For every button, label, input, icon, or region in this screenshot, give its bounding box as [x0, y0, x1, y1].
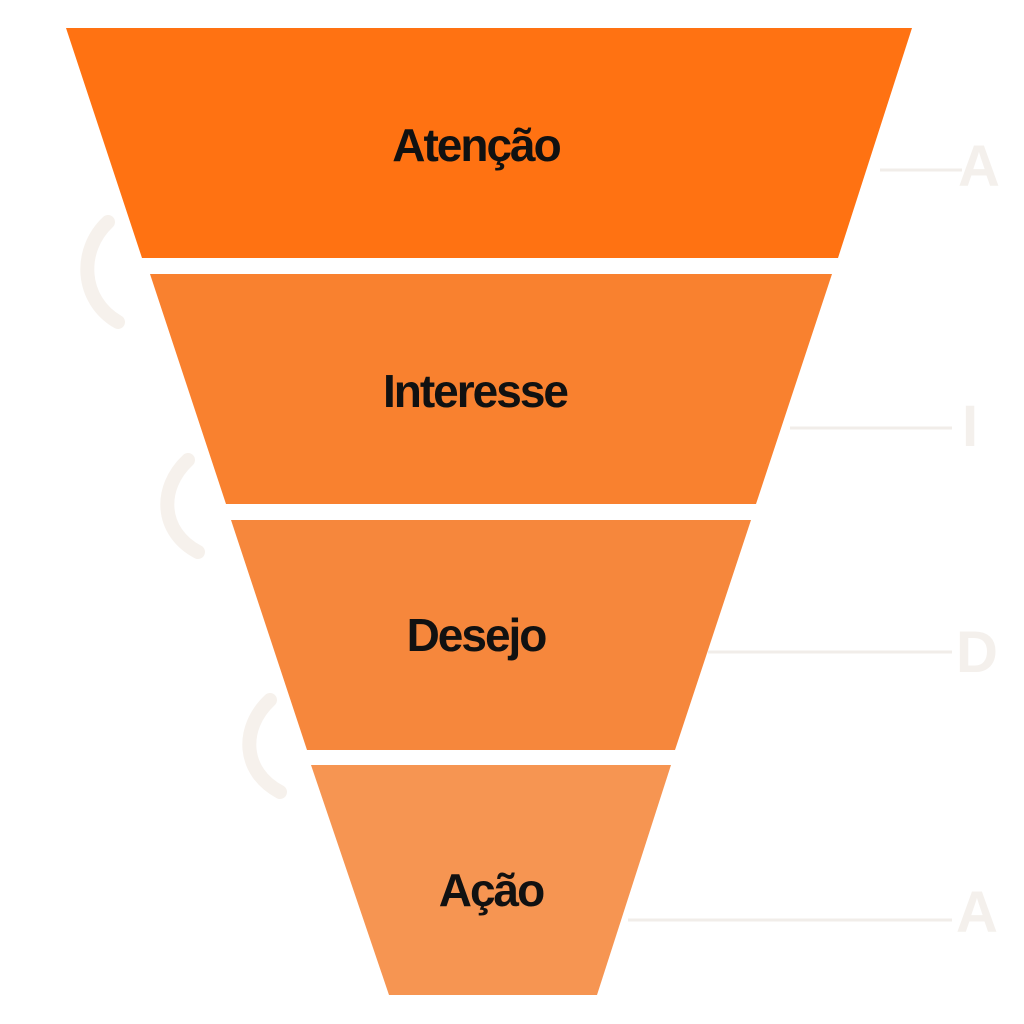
side-letter-a-action: A — [956, 880, 998, 945]
stage-label-attention: Atenção — [392, 119, 560, 171]
funnel-labels: Atenção Interesse Desejo Ação — [383, 119, 570, 916]
decorative-arrows — [80, 215, 287, 799]
stage-label-interest: Interesse — [383, 365, 568, 417]
funnel-stage-interest — [150, 274, 832, 504]
curved-arrow-icon — [160, 453, 205, 559]
side-letter-d: D — [956, 620, 998, 685]
stage-label-desire: Desejo — [407, 609, 547, 661]
side-letter-i: I — [962, 394, 978, 459]
curved-arrow-icon — [242, 693, 287, 799]
side-letters: A I D A — [956, 134, 1000, 945]
funnel-stage-desire — [231, 520, 751, 750]
funnel-stage-attention — [66, 28, 912, 258]
funnel-stage-action — [311, 765, 671, 995]
side-letter-a: A — [958, 134, 1000, 199]
curved-arrow-icon — [80, 215, 125, 329]
funnel-segments — [66, 28, 912, 995]
guide-lines — [628, 168, 962, 922]
stage-label-action: Ação — [439, 864, 544, 916]
